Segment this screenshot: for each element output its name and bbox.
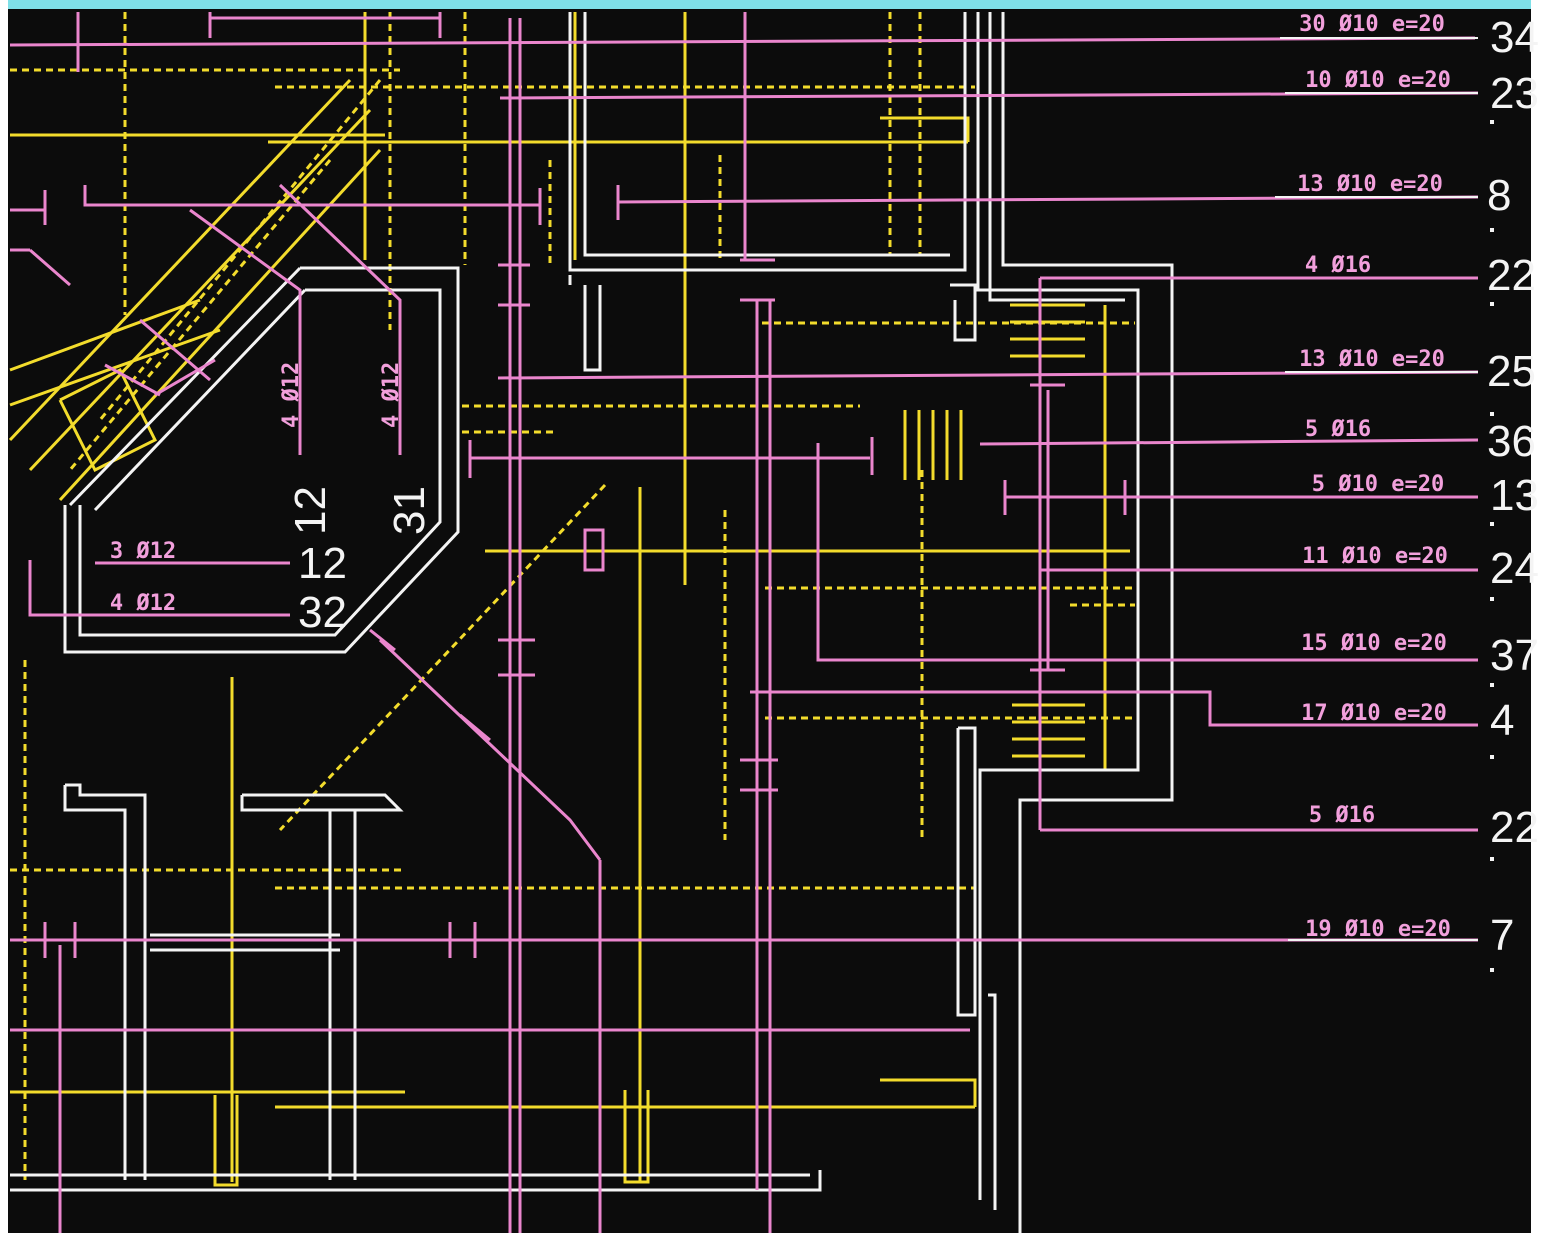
callout-label: 15 Ø10 e=20 [1301, 631, 1447, 656]
right-callouts: 30 Ø10 e=20 34 10 Ø10 e=20 23 13 Ø10 e=2… [1297, 12, 1539, 960]
callout-mark: 37 [1490, 631, 1539, 680]
rotated-callouts: 4 Ø12 12 4 Ø12 31 [279, 362, 434, 535]
callout-mark: 34 [1490, 13, 1539, 62]
callout-label: 5 Ø16 [1305, 417, 1371, 442]
left-callouts: 3 Ø12 12 4 Ø12 32 [110, 539, 347, 637]
callout-label: 11 Ø10 e=20 [1302, 544, 1448, 569]
edge-ticks [1490, 120, 1494, 972]
callout-label: 4 Ø12 [279, 362, 304, 428]
callout-mark: 8 [1487, 171, 1511, 220]
callout-label: 3 Ø12 [110, 539, 176, 564]
callout-label: 10 Ø10 e=20 [1305, 68, 1451, 93]
callout-label: 19 Ø10 e=20 [1305, 917, 1451, 942]
callout-mark: 36 [1487, 417, 1536, 466]
callout-label: 13 Ø10 e=20 [1297, 172, 1443, 197]
frame-top-edge [8, 0, 1531, 9]
label-leaders [1275, 37, 1478, 941]
callout-mark: 22 [1487, 251, 1536, 300]
callout-label: 5 Ø10 e=20 [1312, 472, 1444, 497]
callout-label: 4 Ø12 [379, 362, 404, 428]
callout-label: 4 Ø16 [1305, 253, 1371, 278]
callout-mark: 32 [298, 588, 347, 637]
callout-label: 13 Ø10 e=20 [1299, 347, 1445, 372]
callout-mark: 22 [1490, 803, 1539, 852]
callout-mark: 31 [385, 486, 434, 535]
callout-mark: 24 [1490, 544, 1539, 593]
callout-mark: 4 [1490, 696, 1514, 745]
callout-label: 30 Ø10 e=20 [1299, 12, 1445, 37]
callout-mark: 13 [1490, 471, 1539, 520]
callout-label: 5 Ø16 [1309, 803, 1375, 828]
callout-mark: 23 [1490, 69, 1539, 118]
yellow-dashed-lines [10, 12, 1135, 1180]
callout-mark: 25 [1487, 347, 1536, 396]
callout-mark: 12 [286, 486, 335, 535]
callout-label: 4 Ø12 [110, 591, 176, 616]
concrete-outlines [10, 12, 1174, 1233]
callout-label: 17 Ø10 e=20 [1301, 701, 1447, 726]
callout-mark: 12 [298, 539, 347, 588]
callout-mark: 7 [1490, 911, 1514, 960]
